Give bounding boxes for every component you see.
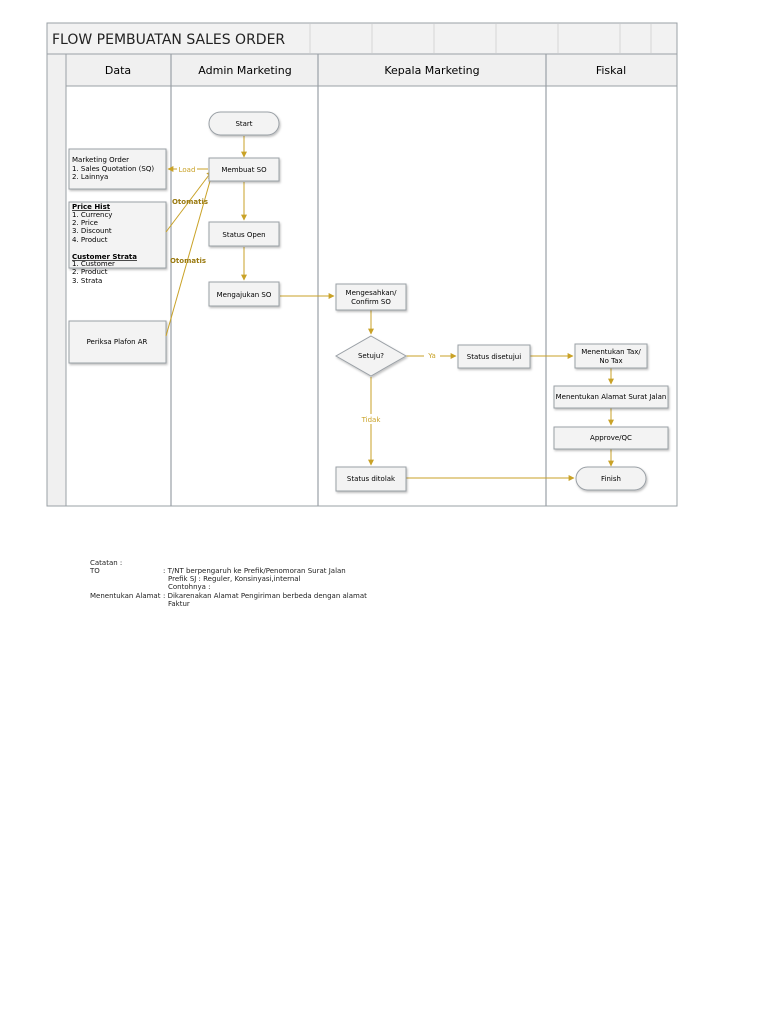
node-mengesahkan-label: Confirm SO (351, 298, 391, 306)
node-start-label: Start (235, 120, 252, 128)
price-hist-heading: Price Hist (72, 203, 111, 211)
marketing-order-item: 2. Lainnya (72, 173, 108, 181)
edge-otomatis-plafon (165, 173, 214, 337)
notes-to-label: TO (90, 567, 100, 575)
price-hist-item: 4. Product (72, 236, 108, 244)
lane-header-kepala-marketing: Kepala Marketing (384, 64, 479, 77)
marketing-order-item: 1. Sales Quotation (SQ) (72, 165, 154, 173)
data-box-price-customer: Price Hist 1. Currency 2. Price 3. Disco… (68, 201, 167, 285)
node-status-ditolak-label: Status ditolak (347, 475, 396, 483)
node-menentukan-alamat-label: Menentukan Alamat Surat Jalan (556, 393, 667, 401)
node-menentukan-alamat: Menentukan Alamat Surat Jalan (553, 385, 669, 409)
lane-header-data: Data (105, 64, 131, 77)
notes-to-text: : T/NT berpengaruh ke Prefik/Penomoran S… (163, 567, 346, 575)
node-approve-qc-label: Approve/QC (590, 434, 632, 442)
node-status-open: Status Open (208, 221, 280, 247)
notes-to-text: Prefik SJ : Reguler, Konsinyasi,internal (168, 575, 301, 583)
swimlane-diagram: FLOW PEMBUATAN SALES ORDER Data Admin Ma… (46, 22, 678, 507)
price-hist-item: 2. Price (72, 219, 98, 227)
price-hist-item: 1. Currency (72, 211, 112, 219)
customer-strata-item: 3. Strata (72, 277, 102, 285)
node-finish: Finish (575, 466, 647, 491)
title-band (46, 22, 678, 55)
node-mengajukan-so: Mengajukan SO (208, 281, 280, 307)
node-menentukan-tax: Menentukan Tax/ No Tax (574, 343, 648, 369)
node-membuat-so-label: Membuat SO (221, 166, 267, 174)
edge-otomatis-price (165, 170, 213, 233)
title-grid (309, 24, 652, 53)
node-menentukan-tax-label: Menentukan Tax/ (581, 348, 641, 356)
node-mengesahkan: Mengesahkan/ Confirm SO (335, 283, 407, 311)
notes-alamat-text: : Dikarenakan Alamat Pengiriman berbeda … (163, 592, 367, 600)
node-start: Start (208, 111, 280, 136)
edge-label-otomatis: Otomatis (170, 257, 206, 265)
notes-alamat-text: Faktur (168, 600, 190, 608)
edge-label-ya: Ya (427, 352, 436, 360)
customer-strata-item: 1. Customer (72, 260, 115, 268)
diagram-title: FLOW PEMBUATAN SALES ORDER (52, 32, 285, 48)
customer-strata-heading: Customer Strata (72, 253, 137, 261)
marketing-order-heading: Marketing Order (72, 156, 129, 164)
node-mengesahkan-label: Mengesahkan/ (346, 289, 398, 297)
node-finish-label: Finish (601, 475, 621, 483)
node-setuju-label: Setuju? (358, 352, 384, 360)
node-status-open-label: Status Open (222, 231, 265, 239)
notes-to-text: Contohnya : (168, 583, 211, 591)
edge-label-load: Load (179, 166, 196, 174)
lane-header-fiskal: Fiskal (596, 64, 626, 77)
node-membuat-so: Membuat SO (208, 157, 280, 182)
lane-header-row (46, 53, 678, 87)
data-box-marketing-order: Marketing Order 1. Sales Quotation (SQ) … (68, 148, 167, 190)
node-status-disetujui: Status disetujui (457, 344, 531, 369)
node-status-disetujui-label: Status disetujui (467, 353, 521, 361)
price-hist-item: 3. Discount (72, 227, 112, 235)
edge-label-otomatis: Otomatis (172, 198, 208, 206)
customer-strata-item: 2. Product (72, 268, 108, 276)
lane-dividers (170, 54, 547, 506)
node-approve-qc: Approve/QC (553, 426, 669, 450)
node-mengajukan-so-label: Mengajukan SO (217, 291, 272, 299)
notes-catatan: Catatan : (90, 559, 123, 567)
edge-label-tidak: Tidak (361, 416, 382, 424)
lane-header-admin-marketing: Admin Marketing (198, 64, 291, 77)
data-box-plafon: Periksa Plafon AR (68, 320, 167, 364)
plafon-label: Periksa Plafon AR (87, 338, 148, 346)
left-margin-column (46, 53, 67, 507)
node-setuju-decision: Setuju? (334, 335, 408, 377)
node-menentukan-tax-label: No Tax (599, 357, 622, 365)
node-status-ditolak: Status ditolak (335, 466, 407, 492)
notes-alamat-label: Menentukan Alamat (90, 592, 161, 600)
